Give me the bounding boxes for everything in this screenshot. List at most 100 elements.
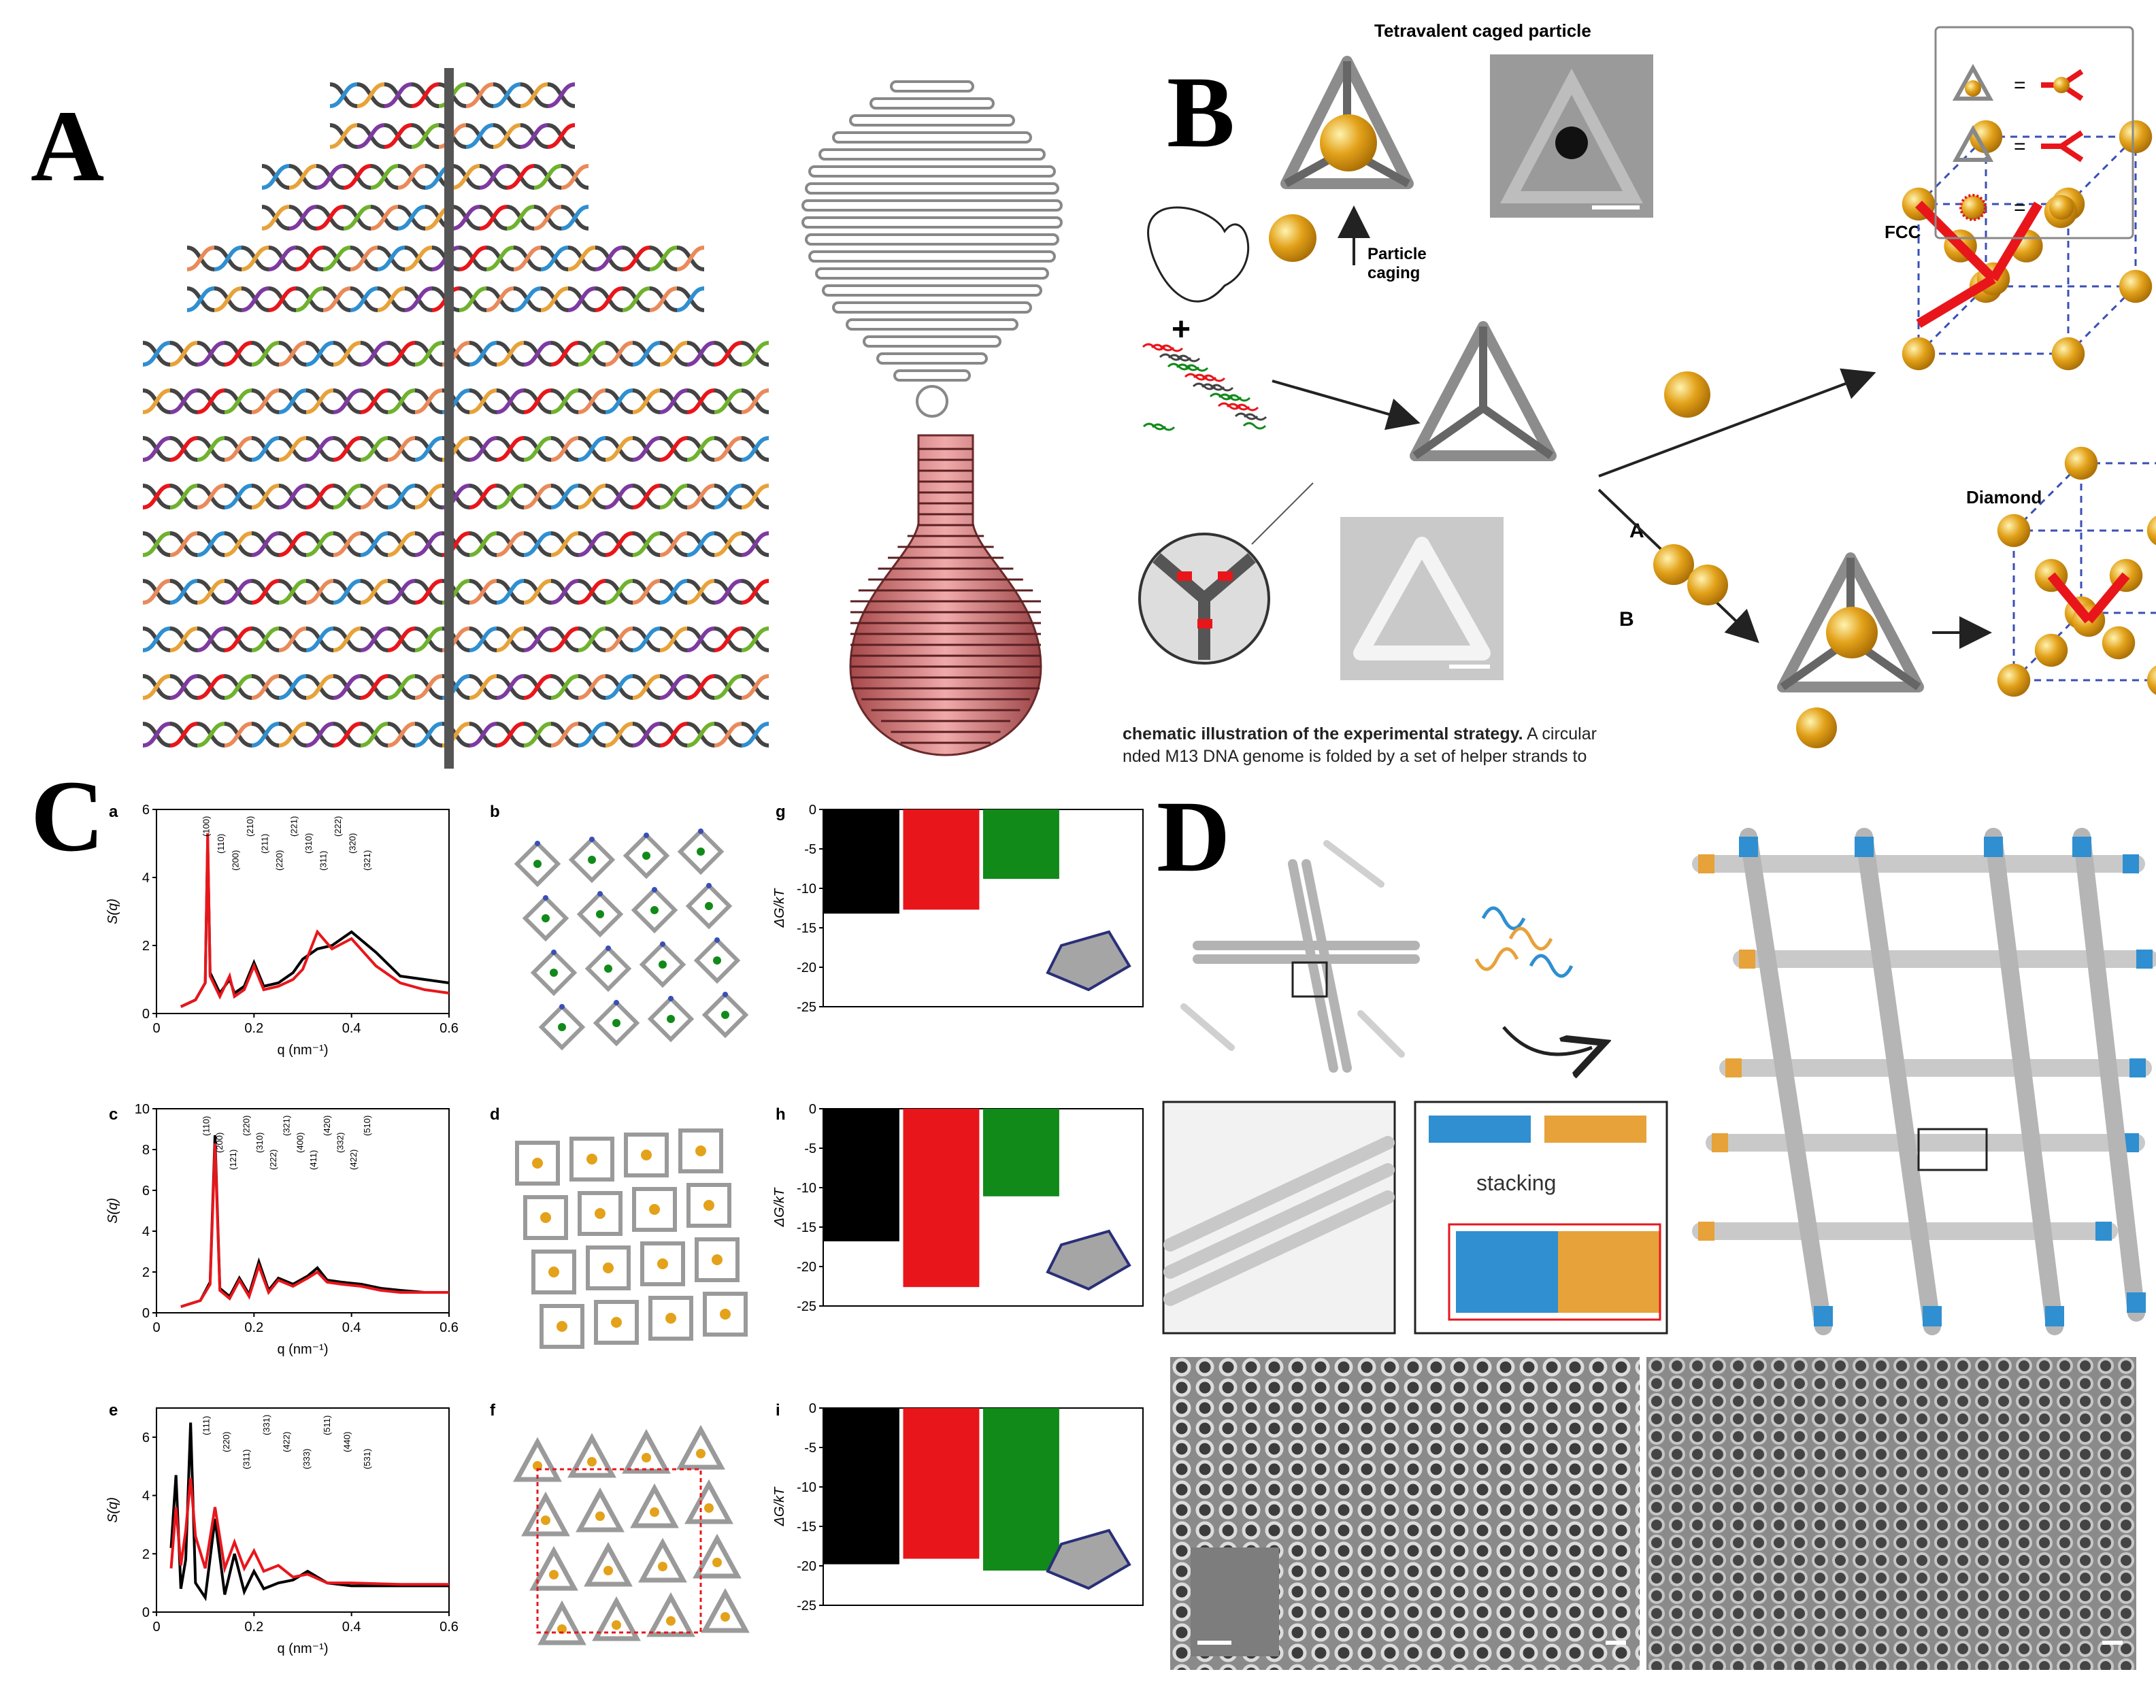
peak-label: (332): [335, 1133, 345, 1153]
scaffold-loop: [1147, 206, 1250, 303]
bar-red: [903, 809, 980, 910]
y-axis-label: ΔG/kT: [772, 1187, 787, 1228]
dna-origami-strand-diagram: [142, 68, 769, 769]
peak-label: (333): [301, 1449, 312, 1469]
y-tick-label: -20: [797, 1260, 816, 1275]
y-tick-label: 0: [809, 1102, 816, 1117]
chart-frame: [156, 1407, 450, 1613]
svg-text:+: +: [1172, 312, 1191, 348]
bar-green: [983, 809, 1059, 880]
y-axis-label: ΔG/kT: [772, 888, 787, 928]
bar-black: [823, 1408, 899, 1564]
peak-label: (310): [254, 1133, 265, 1153]
y-tick-label: -25: [797, 1299, 816, 1314]
peak-label: (331): [261, 1415, 271, 1435]
vase-3d-render: [849, 434, 1042, 756]
x-tick-label: 0.6: [440, 1320, 459, 1335]
peak-label: (100): [201, 816, 211, 837]
svg-text:FCC: FCC: [1885, 222, 1921, 242]
x-tick-label: 0.4: [342, 1320, 361, 1335]
svg-text:=: =: [2014, 135, 2026, 158]
x-tick-label: 0: [152, 1021, 160, 1036]
y-tick-label: 6: [142, 803, 150, 818]
x-tick-label: 0.4: [342, 1620, 361, 1635]
y-tick-label: -10: [797, 882, 816, 897]
y-tick-label: 0: [809, 1401, 816, 1416]
x-axis-label: q (nm⁻¹): [278, 1043, 329, 1058]
bar-red: [903, 1408, 980, 1559]
peak-label: (440): [342, 1432, 352, 1452]
y-tick-label: 0: [142, 1007, 150, 1022]
svg-text:A: A: [1629, 520, 1644, 542]
y-tick-label: 2: [142, 1547, 150, 1562]
peak-label: (422): [348, 1150, 359, 1170]
central-tetrahedron: [1410, 321, 1557, 461]
y-axis-label: S(q): [105, 899, 120, 924]
y-tick-label: 0: [809, 803, 816, 818]
caged-tetrahedron-top: [1280, 56, 1414, 189]
y-tick-label: 10: [135, 1102, 150, 1117]
y-tick-label: -20: [797, 1559, 816, 1574]
series-line-red: [169, 1477, 449, 1586]
peak-label: (111): [201, 1416, 211, 1435]
series-line-red: [180, 833, 450, 1008]
sublabel-f: f: [490, 1401, 495, 1420]
diamond-lattice: [1997, 446, 2156, 697]
peak-label: (510): [362, 1116, 372, 1136]
legend-box: [1934, 26, 2134, 239]
y-axis-label: ΔG/kT: [772, 1486, 787, 1527]
sublabel-b: b: [490, 803, 500, 821]
series-line-red: [180, 1143, 449, 1308]
peak-label: (220): [274, 850, 284, 871]
sublabel-h: h: [776, 1105, 786, 1124]
panel-b-title: Tetravalent caged particle: [1374, 20, 1591, 41]
peak-label: (200): [230, 850, 240, 871]
panel-letter-a: A: [31, 90, 105, 203]
dna-helix-rows: [142, 82, 769, 748]
series-line-black: [180, 839, 450, 1008]
bar-black: [823, 809, 899, 914]
peak-label: (200): [214, 1133, 225, 1153]
peak-label: (320): [347, 833, 357, 854]
sublabel-g: g: [776, 803, 786, 821]
bar-black: [823, 1109, 899, 1241]
panel-b-caption-line1: chematic illustration of the experimenta…: [1123, 724, 1597, 743]
peak-label: (422): [282, 1432, 292, 1452]
y-tick-label: 6: [142, 1430, 150, 1445]
panel-d-schematic: stacking: [1162, 828, 2156, 1335]
peak-label: (311): [242, 1450, 252, 1469]
polyhedron-inset: [1046, 1528, 1131, 1590]
y-tick-label: -10: [797, 1181, 816, 1196]
y-tick-label: 8: [142, 1143, 150, 1158]
x-tick-label: 0.2: [244, 1620, 263, 1635]
peak-label: (220): [242, 1116, 252, 1136]
y-tick-label: -25: [797, 1000, 816, 1015]
bundle-lattice: [1692, 828, 2156, 1335]
y-tick-label: 4: [142, 871, 150, 886]
chart-frame: [156, 809, 450, 1014]
y-axis-label: S(q): [105, 1198, 120, 1224]
y-tick-label: 6: [142, 1184, 150, 1199]
peak-label: (400): [295, 1133, 305, 1153]
peak-label: (321): [362, 850, 372, 871]
sem-micrograph-right: [1646, 1357, 2136, 1670]
y-tick-label: 4: [142, 1224, 150, 1239]
y-tick-label: -5: [804, 842, 816, 857]
chart-frame: [156, 1108, 450, 1313]
peak-label: (511): [322, 1416, 332, 1435]
peak-label: (311): [318, 851, 328, 871]
peak-label: (221): [288, 816, 299, 837]
svg-text:Diamond: Diamond: [1966, 487, 2042, 507]
x-tick-label: 0.6: [440, 1620, 459, 1635]
x-tick-label: 0: [152, 1320, 160, 1335]
vase-strand-routing-diagram: [801, 80, 1063, 418]
tetrahedron-with-particle-lower: [1777, 552, 1924, 692]
lattice-render-f: [513, 1424, 750, 1645]
y-tick-label: -15: [797, 1220, 816, 1235]
linker-strands: [1474, 906, 1574, 978]
peak-label: (531): [362, 1449, 372, 1469]
sublabel-c: c: [109, 1105, 118, 1124]
